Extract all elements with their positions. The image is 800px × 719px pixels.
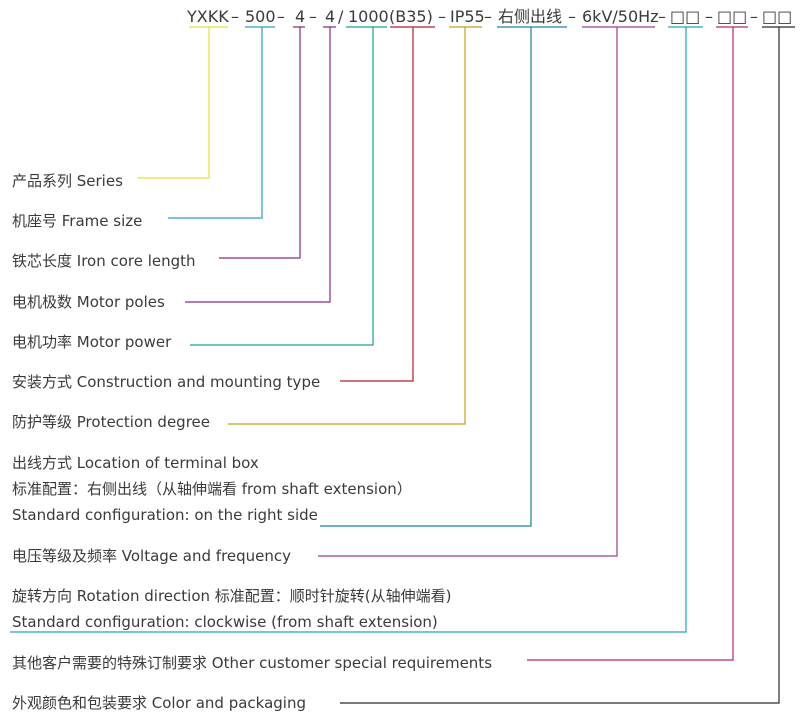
connector-special <box>527 26 748 661</box>
code-dash: – <box>705 7 713 26</box>
code-protect: IP55 <box>450 7 485 26</box>
code-iron: 4 <box>295 7 305 26</box>
code-dash: – <box>484 7 492 26</box>
label-mounting-type: 安装方式 Construction and mounting type <box>12 373 320 391</box>
connector-lines <box>10 26 795 704</box>
connector-voltage <box>318 26 655 557</box>
code-mount: (B35) <box>389 7 433 26</box>
code-power: 1000 <box>348 7 389 26</box>
label-protection-degree: 防护等级 Protection degree <box>12 413 210 431</box>
code-voltage: 6kV/50Hz <box>582 7 659 26</box>
label-terminal-standard: 标准配置：右侧出线（从轴伸端看 from shaft extension） <box>12 480 412 498</box>
code-dash: – <box>309 7 317 26</box>
label-motor-poles: 电机极数 Motor poles <box>12 293 165 311</box>
connector-protect <box>228 26 482 425</box>
model-code: YXKK – 500 – 4 – 4 / 1000 (B35) – IP55 –… <box>186 7 792 26</box>
connector-terminal <box>320 26 567 527</box>
code-dash: – <box>438 7 446 26</box>
labels: 产品系列 Series 机座号 Frame size 铁芯长度 Iron cor… <box>12 172 492 712</box>
code-special: □□ <box>717 7 747 26</box>
code-prefix: YXKK <box>186 7 229 26</box>
label-color-packaging: 外观颜色和包装要求 Color and packaging <box>12 694 306 712</box>
label-motor-power: 电机功率 Motor power <box>12 333 172 351</box>
connector-frame <box>168 26 275 219</box>
code-dash: – <box>750 7 758 26</box>
code-poles: 4 <box>325 7 335 26</box>
connector-rotation <box>10 26 703 633</box>
code-color: □□ <box>762 7 792 26</box>
connector-color <box>340 26 795 704</box>
label-series: 产品系列 Series <box>12 172 123 190</box>
connector-power <box>190 26 387 346</box>
label-rotation-standard-en: Standard configuration: clockwise (from … <box>12 613 438 631</box>
connector-mount <box>340 26 435 382</box>
code-slash: / <box>338 7 344 26</box>
connector-iron <box>219 26 305 259</box>
connector-poles <box>185 26 336 303</box>
label-terminal-standard-en: Standard configuration: on the right sid… <box>12 506 318 524</box>
label-voltage-frequency: 电压等级及频率 Voltage and frequency <box>12 547 291 565</box>
code-dash: – <box>231 7 239 26</box>
connector-series <box>138 26 228 179</box>
code-terminal: 右侧出线 <box>498 7 562 26</box>
code-dash: – <box>277 7 285 26</box>
label-rotation-direction: 旋转方向 Rotation direction 标准配置：顺时针旋转(从轴伸端看… <box>12 587 451 605</box>
label-iron-core-length: 铁芯长度 Iron core length <box>12 252 196 270</box>
code-frame: 500 <box>245 7 276 26</box>
label-terminal-box: 出线方式 Location of terminal box <box>12 454 259 472</box>
label-frame-size: 机座号 Frame size <box>12 212 142 230</box>
label-special-requirements: 其他客户需要的特殊订制要求 Other customer special req… <box>12 654 492 672</box>
code-dash: – <box>658 7 666 26</box>
code-rotation: □□ <box>670 7 700 26</box>
code-dash: – <box>568 7 576 26</box>
